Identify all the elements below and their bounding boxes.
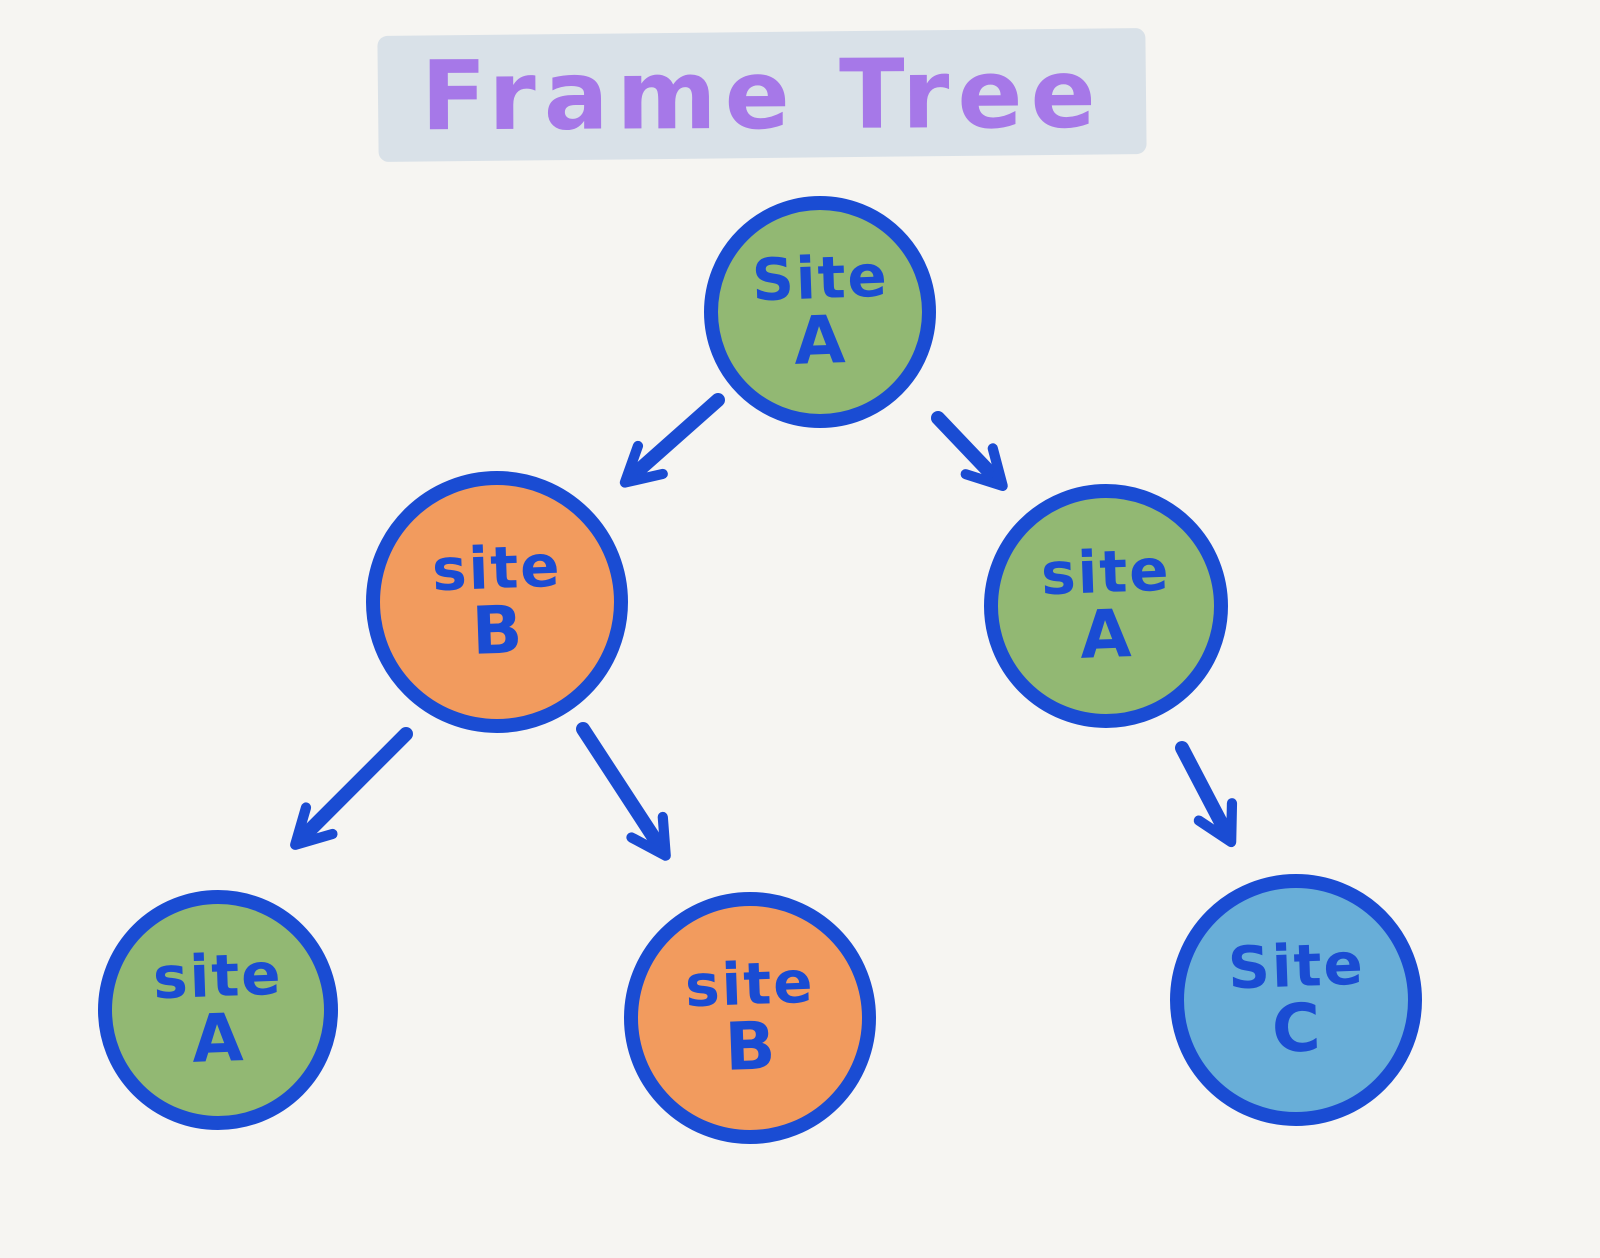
edge-child-left-to-leaf-left xyxy=(290,727,413,850)
node-label-line1: site xyxy=(684,947,816,1021)
node-leaf-site-b: site B xyxy=(624,892,876,1144)
node-label-line2: A xyxy=(191,999,245,1079)
node-label-line1: Site xyxy=(1226,929,1366,1003)
diagram-title: Frame Tree xyxy=(420,37,1104,153)
node-label-line2: B xyxy=(470,591,524,671)
node-child-site-a: site A xyxy=(984,484,1228,728)
node-root-site-a: Site A xyxy=(704,196,936,428)
edge-child-left-to-leaf-middle xyxy=(576,722,671,861)
edge-root-to-child-left xyxy=(619,393,725,488)
node-label-line2: C xyxy=(1270,989,1322,1069)
title-highlight: Frame Tree xyxy=(377,27,1147,163)
node-label-line2: A xyxy=(1079,595,1133,675)
edge-root-to-child-right xyxy=(931,411,1008,492)
node-leaf-site-c: Site C xyxy=(1170,874,1422,1126)
node-label-line1: Site xyxy=(750,241,890,315)
edge-child-right-to-leaf-right xyxy=(1175,741,1238,848)
node-label-line1: site xyxy=(152,939,284,1013)
node-label-line1: site xyxy=(1040,535,1172,609)
node-leaf-site-a: site A xyxy=(98,890,338,1130)
node-label-line2: B xyxy=(723,1007,777,1087)
node-child-site-b: site B xyxy=(366,471,628,733)
node-label-line1: site xyxy=(431,531,563,605)
node-label-line2: A xyxy=(793,301,847,381)
